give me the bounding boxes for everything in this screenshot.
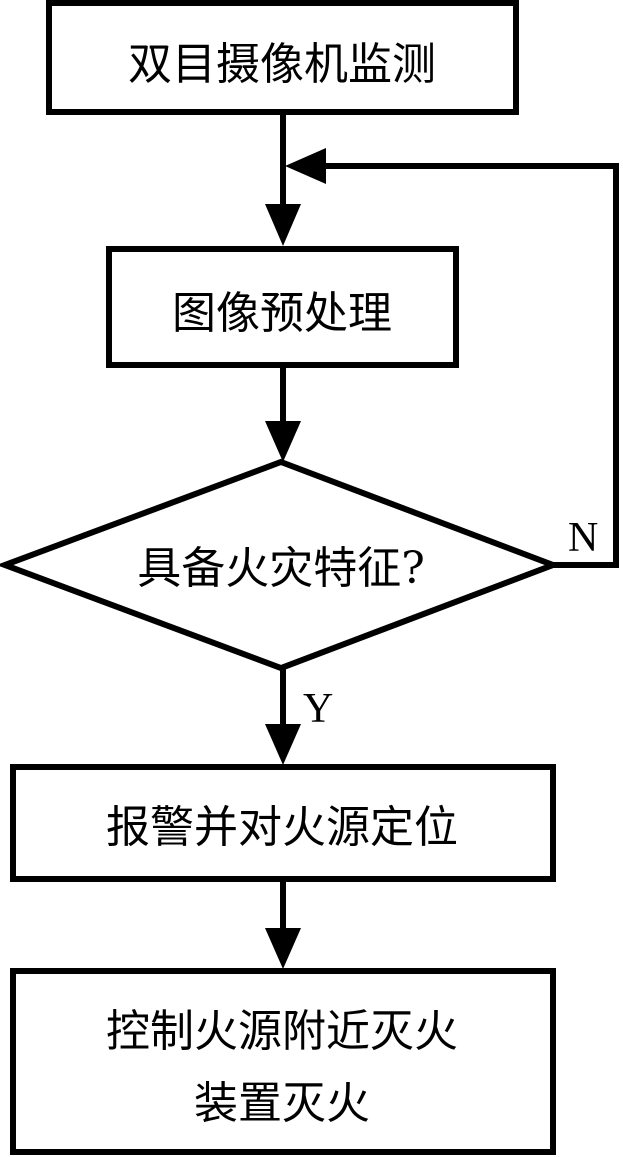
preprocess-box: [106, 246, 459, 368]
extinguish-box: [10, 968, 556, 1155]
alarm-step: 报警并对火源定位: [10, 764, 556, 882]
decision-step: 具备火灾特征?: [0, 458, 562, 672]
arrowhead-to-preprocess: [265, 204, 301, 246]
arrowhead-no-loop: [285, 148, 326, 184]
extinguish-label-line1: 控制火源附近灭火: [106, 1006, 458, 1057]
arrowhead-to-extinguish: [265, 928, 301, 969]
no-loop-line: [320, 163, 619, 568]
monitor-box: [46, 0, 519, 115]
arrowhead-to-decision: [265, 421, 301, 462]
preprocess-label: 图像预处理: [172, 288, 392, 339]
monitor-step: 双目摄像机监测: [46, 0, 519, 115]
preprocess-step: 图像预处理: [106, 246, 459, 368]
extinguish-label-line2: 装置灭火: [194, 1078, 370, 1129]
decision-label: 具备火灾特征?: [137, 543, 425, 594]
alarm-box: [10, 764, 556, 882]
no-branch-label: N: [568, 515, 598, 561]
extinguish-step: 控制火源附近灭火 装置灭火: [10, 968, 556, 1155]
alarm-label: 报警并对火源定位: [106, 802, 458, 853]
yes-branch-label: Y: [303, 686, 333, 732]
monitor-label: 双目摄像机监测: [128, 39, 436, 90]
arrowhead-to-alarm: [265, 724, 301, 765]
